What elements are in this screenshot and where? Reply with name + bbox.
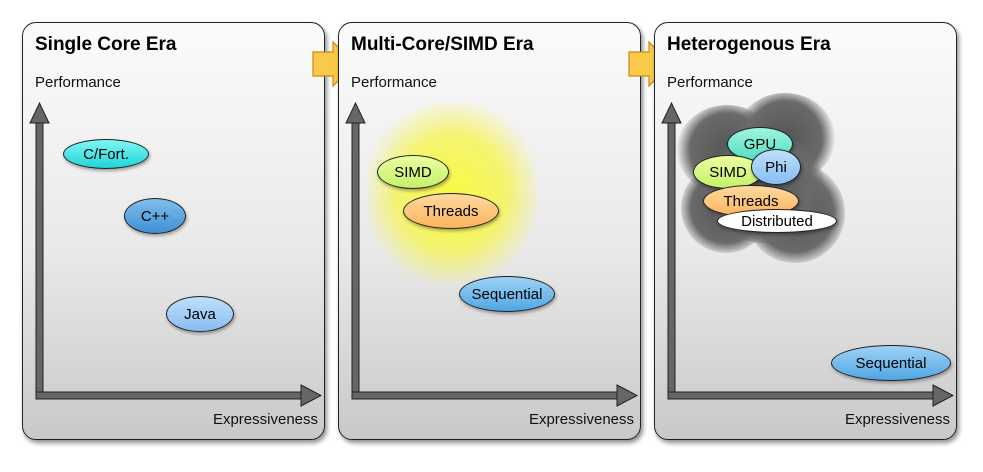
axes-3: [661, 101, 955, 407]
node-phi: Phi: [751, 149, 801, 185]
x-axis-label: Expressiveness: [212, 411, 318, 428]
axes-2: [345, 101, 639, 407]
node-threads: Threads: [703, 185, 799, 217]
panel-title: Multi-Core/SIMD Era: [351, 34, 534, 55]
node-threads: Threads: [403, 193, 499, 229]
x-axis-label: Expressiveness: [844, 411, 950, 428]
node-sequential: Sequential: [831, 345, 951, 381]
panel-title: Single Core Era: [35, 34, 177, 55]
y-axis-label: Performance: [35, 74, 121, 91]
panel-single-core-era: Single Core Era Performance Expressivene…: [22, 22, 325, 440]
y-axis-label: Performance: [667, 74, 753, 91]
node-simd: SIMD: [377, 155, 449, 189]
panel-heterogenous-era: Heterogenous Era Performance Expressiven…: [654, 22, 957, 440]
panel-title: Heterogenous Era: [667, 34, 831, 55]
y-axis-label: Performance: [351, 74, 437, 91]
node-cpp: C++: [124, 198, 186, 234]
node-java: Java: [166, 296, 234, 332]
node-c-fortran: C/Fort.: [63, 139, 149, 169]
x-axis-label: Expressiveness: [528, 411, 634, 428]
node-sequential: Sequential: [459, 276, 555, 312]
axes-1: [29, 101, 323, 407]
node-distributed: Distributed: [717, 209, 837, 233]
panel-multi-core-simd-era: Multi-Core/SIMD Era Performance Expressi…: [338, 22, 641, 440]
